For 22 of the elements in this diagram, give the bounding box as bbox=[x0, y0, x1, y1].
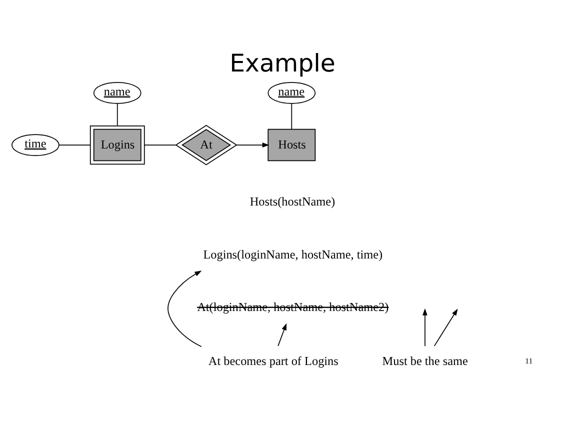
label: 11 bbox=[525, 356, 533, 366]
node-ellipse: name bbox=[268, 82, 316, 104]
node-ellipse: name bbox=[93, 82, 142, 104]
connector bbox=[144, 144, 176, 146]
arrow bbox=[422, 308, 428, 346]
node-box: Hosts bbox=[268, 128, 316, 162]
arrow bbox=[168, 270, 202, 348]
connector bbox=[116, 103, 118, 126]
node-text: Must be the same bbox=[382, 354, 468, 368]
node-text: At(loginName, hostName, hostName2) bbox=[197, 300, 389, 314]
node-text: Hosts(hostName) bbox=[250, 194, 336, 209]
node-text: At becomes part of Logins bbox=[208, 354, 338, 368]
node-diamond: At bbox=[175, 124, 238, 166]
diagram-title: Example bbox=[230, 48, 336, 78]
connector bbox=[291, 103, 292, 130]
node-text: Logins(loginName, hostName, time) bbox=[203, 248, 383, 262]
node-ellipse: time bbox=[12, 134, 60, 156]
arrow bbox=[236, 142, 270, 148]
arrow bbox=[434, 308, 458, 346]
arrow bbox=[278, 323, 287, 346]
connector bbox=[58, 144, 91, 146]
node-box: Logins bbox=[90, 125, 145, 165]
